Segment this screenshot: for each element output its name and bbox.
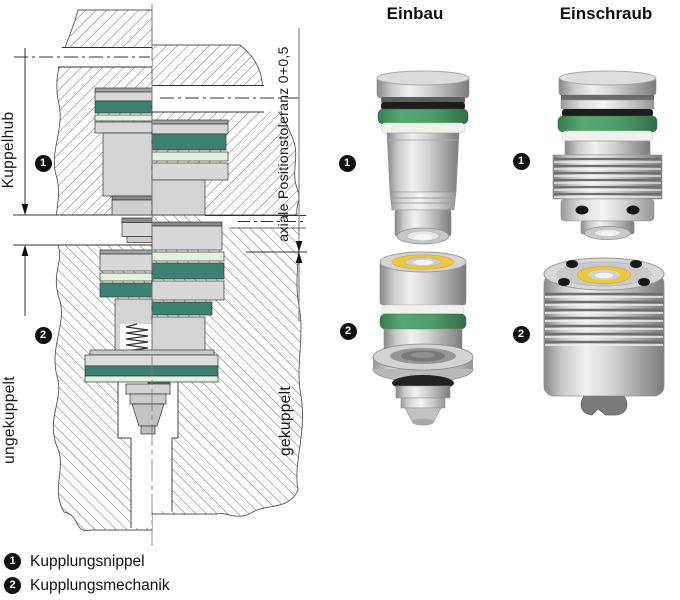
- legend-item-kupplungsmechanik: 2 Kupplungsmechanik: [4, 575, 170, 596]
- legend-marker-2: 2: [4, 577, 21, 594]
- photo-einbau-mechanik: [372, 251, 474, 426]
- legend-item-kupplungsnippel: 1 Kupplungsnippel: [4, 551, 170, 572]
- label-ungekuppelt: ungekuppelt: [1, 376, 18, 464]
- legend-marker-1: 1: [4, 553, 21, 570]
- cross-section-drawing: [13, 4, 307, 546]
- white-backup-ring: [381, 304, 465, 316]
- spring: [125, 323, 149, 354]
- label-gekuppelt: gekuppelt: [277, 386, 294, 456]
- green-oring: [379, 313, 467, 330]
- photo-einschraub-nipple: [552, 70, 663, 240]
- marker-mechanik-drawing: 2: [34, 326, 52, 344]
- marker-mechanik-einbau: 2: [339, 322, 357, 340]
- dimension-kuppelhub: [21, 48, 29, 316]
- photo-einbau-nipple: [376, 70, 470, 245]
- legend: 1 Kupplungsnippel 2 Kupplungsmechanik: [4, 551, 170, 596]
- green-oring: [377, 108, 469, 125]
- thread-section: [545, 292, 663, 346]
- marker-mechanik-einschraub: 2: [512, 325, 530, 343]
- column-header-einbau: Einbau: [386, 4, 444, 23]
- white-backup-ring: [380, 122, 466, 134]
- valve-cone: [125, 381, 171, 435]
- legend-label-kupplungsnippel: Kupplungsnippel: [30, 552, 145, 570]
- label-axiale-positionstoleranz: axiale Positionstoleranz 0+0,5: [275, 46, 291, 242]
- lower-stem: [580, 395, 628, 416]
- photo-einschraub-mechanik: [543, 257, 665, 416]
- thread-section: [552, 154, 663, 200]
- white-backup-ring: [561, 130, 654, 142]
- green-oring: [557, 115, 658, 133]
- marker-nipple-einbau: 1: [338, 154, 356, 172]
- marker-nipple-einschraub: 1: [512, 152, 530, 170]
- flange: [84, 349, 219, 383]
- legend-label-kupplungsmechanik: Kupplungsmechanik: [30, 576, 170, 594]
- column-header-einschraub: Einschraub: [559, 4, 653, 23]
- label-kuppelhub: Kuppelhub: [0, 111, 17, 189]
- dimension-axiale-toleranz: [246, 28, 307, 321]
- marker-nipple-drawing: 1: [34, 154, 52, 172]
